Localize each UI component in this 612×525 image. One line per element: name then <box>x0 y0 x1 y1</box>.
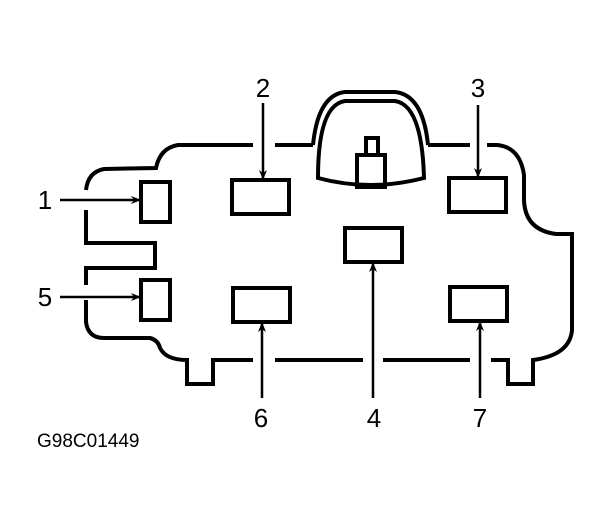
pin-4-cavity <box>343 226 404 264</box>
pin-6-cavity <box>231 286 292 324</box>
pin-2-cavity <box>230 178 291 216</box>
pin-label-6: 6 <box>254 403 268 433</box>
latch-tab <box>355 153 387 189</box>
latch <box>311 90 430 189</box>
pin-label-4: 4 <box>367 403 381 433</box>
pin-label-1: 1 <box>38 185 52 215</box>
pin-5-cavity <box>139 278 172 322</box>
pin-label-7: 7 <box>473 403 487 433</box>
pin-3-cavity <box>447 176 508 214</box>
pin-label-3: 3 <box>471 73 485 103</box>
connector-outline <box>84 143 574 386</box>
pin-1-cavity <box>139 180 172 224</box>
pin-label-2: 2 <box>256 73 270 103</box>
figure-code: G98C01449 <box>37 431 139 452</box>
pin-label-5: 5 <box>38 282 52 312</box>
pin-7-cavity <box>448 285 509 323</box>
